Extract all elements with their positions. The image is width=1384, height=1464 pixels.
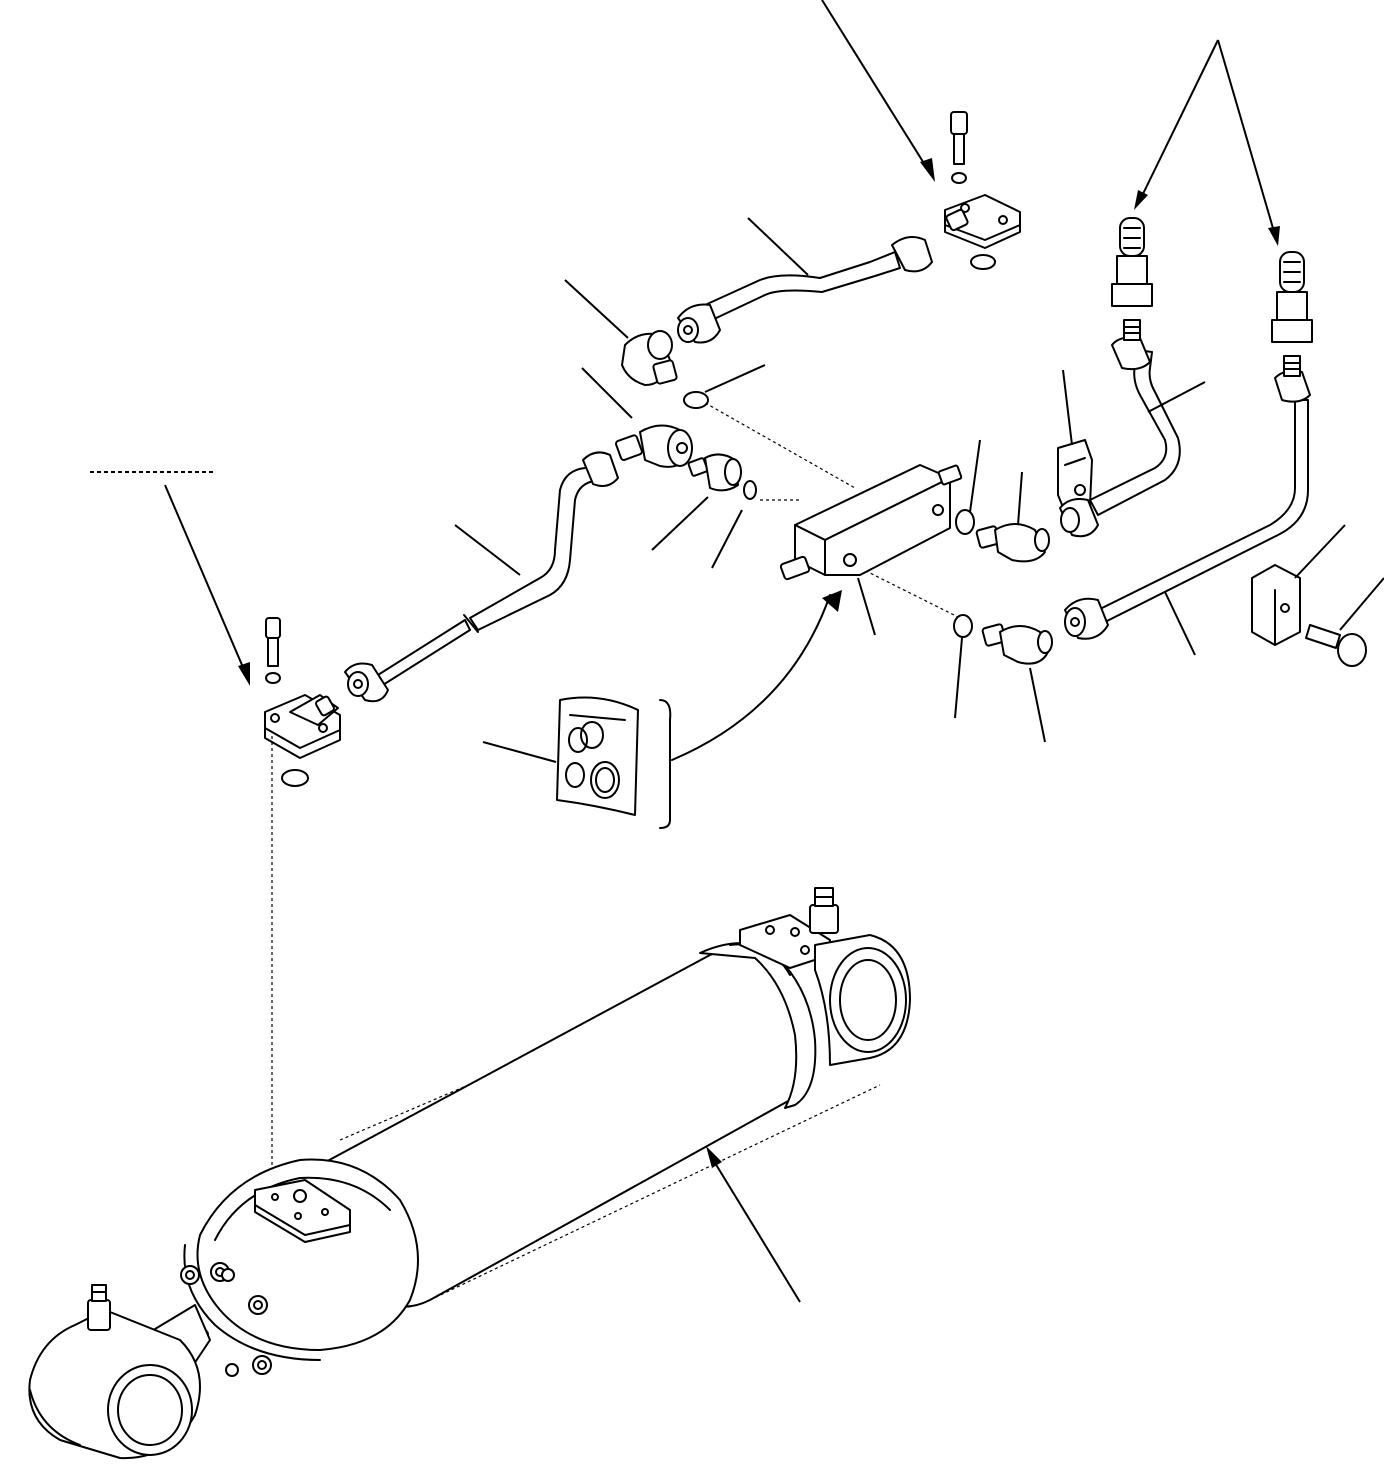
adapter-middle [687,453,757,500]
elbow-right-upper [975,523,1050,563]
elbow-upper [621,330,678,386]
o-ring-valve-lower [953,614,973,638]
leader-lines [90,0,1384,1303]
hose-fitting-a [1111,217,1153,341]
tube-right-lower [1064,369,1311,640]
flange-left [264,694,341,759]
o-ring-right [970,254,996,270]
hose-fitting-b [1271,251,1313,377]
tube-right-upper [1059,336,1181,538]
flange-right [944,194,1021,249]
grease-fitting-head [809,887,839,934]
head-end-eye [814,934,911,1066]
cap-screw-left [265,617,281,684]
o-ring-upper [683,391,709,409]
grease-fitting-rod [87,1284,111,1331]
o-ring-left [281,769,309,787]
tube-lower [344,451,619,703]
valve-block [779,464,963,581]
cap-screw-right [950,111,968,184]
hydraulic-cylinder [180,914,831,1377]
elbow-right-lower [981,623,1053,665]
rod-end-eye [28,1304,211,1460]
clamp-block [1251,564,1301,646]
clamp-bolt [1305,624,1367,667]
elbow-middle [615,424,693,468]
tube-upper [677,235,933,344]
o-ring-valve-upper [955,509,975,535]
seal-kit [556,590,842,829]
